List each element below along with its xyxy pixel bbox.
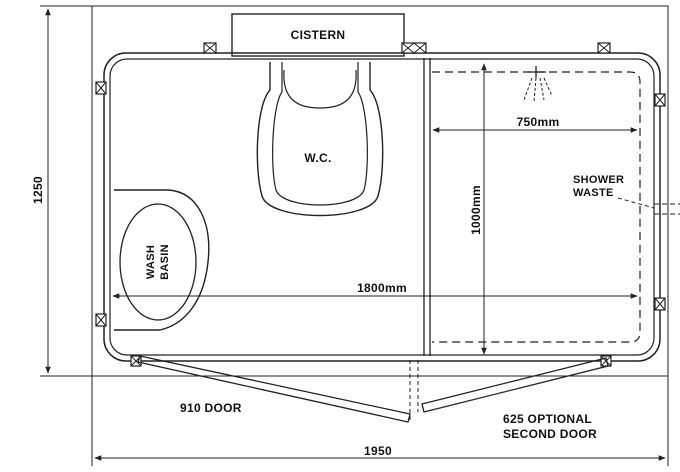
- door-910: 910 DOOR: [137, 355, 411, 423]
- shower-partition: [423, 58, 431, 356]
- dimension-overall-width: 1950: [91, 376, 669, 466]
- shower-waste-label-line1: SHOWER: [573, 174, 624, 186]
- door-625-optional: 625 OPTIONAL SECOND DOOR: [417, 357, 609, 441]
- shower-head-icon: [523, 66, 553, 103]
- wall-fixing-bracket: [401, 42, 427, 54]
- shower-waste: SHOWER WASTE: [573, 174, 680, 215]
- wash-basin: WASH BASIN: [114, 189, 210, 331]
- shower-depth-value: 1000mm: [469, 185, 483, 235]
- wall-fixing-bracket: [203, 42, 217, 54]
- wc-label: W.C.: [304, 151, 331, 165]
- wall-fixing-bracket: [654, 93, 666, 107]
- wall-fixing-bracket: [95, 313, 107, 327]
- wall-fixing-bracket: [597, 42, 611, 54]
- wall-fixing-bracket: [95, 81, 107, 95]
- wash-basin-label-line1: WASH: [145, 245, 157, 279]
- wall-fixings: [95, 42, 666, 367]
- dimension-shower-width: 750mm: [432, 115, 638, 133]
- overall-height-value: 1250: [31, 176, 45, 204]
- overall-width-value: 1950: [364, 444, 392, 458]
- wash-basin-label-line2: BASIN: [159, 244, 171, 280]
- overall-outline: [91, 5, 669, 377]
- wall-fixing-bracket: [654, 297, 666, 311]
- door-625-label-line2: SECOND DOOR: [503, 427, 597, 441]
- dimension-overall-height: 1250: [31, 5, 92, 377]
- dimension-shower-depth: 1000mm: [469, 63, 487, 355]
- door-910-label: 910 DOOR: [180, 401, 242, 415]
- wc-bowl-icon: W.C.: [256, 62, 384, 217]
- cistern: CISTERN: [231, 13, 405, 57]
- dimension-interior-width: 1800mm: [112, 281, 638, 299]
- shower-tray-outline: [432, 71, 641, 343]
- door-625-label-line1: 625 OPTIONAL: [503, 412, 592, 426]
- interior-width-value: 1800mm: [357, 281, 407, 295]
- shower-waste-label-line2: WASTE: [573, 187, 614, 199]
- cistern-label: CISTERN: [291, 28, 346, 42]
- shower-width-value: 750mm: [517, 115, 560, 129]
- room-walls: [103, 52, 661, 362]
